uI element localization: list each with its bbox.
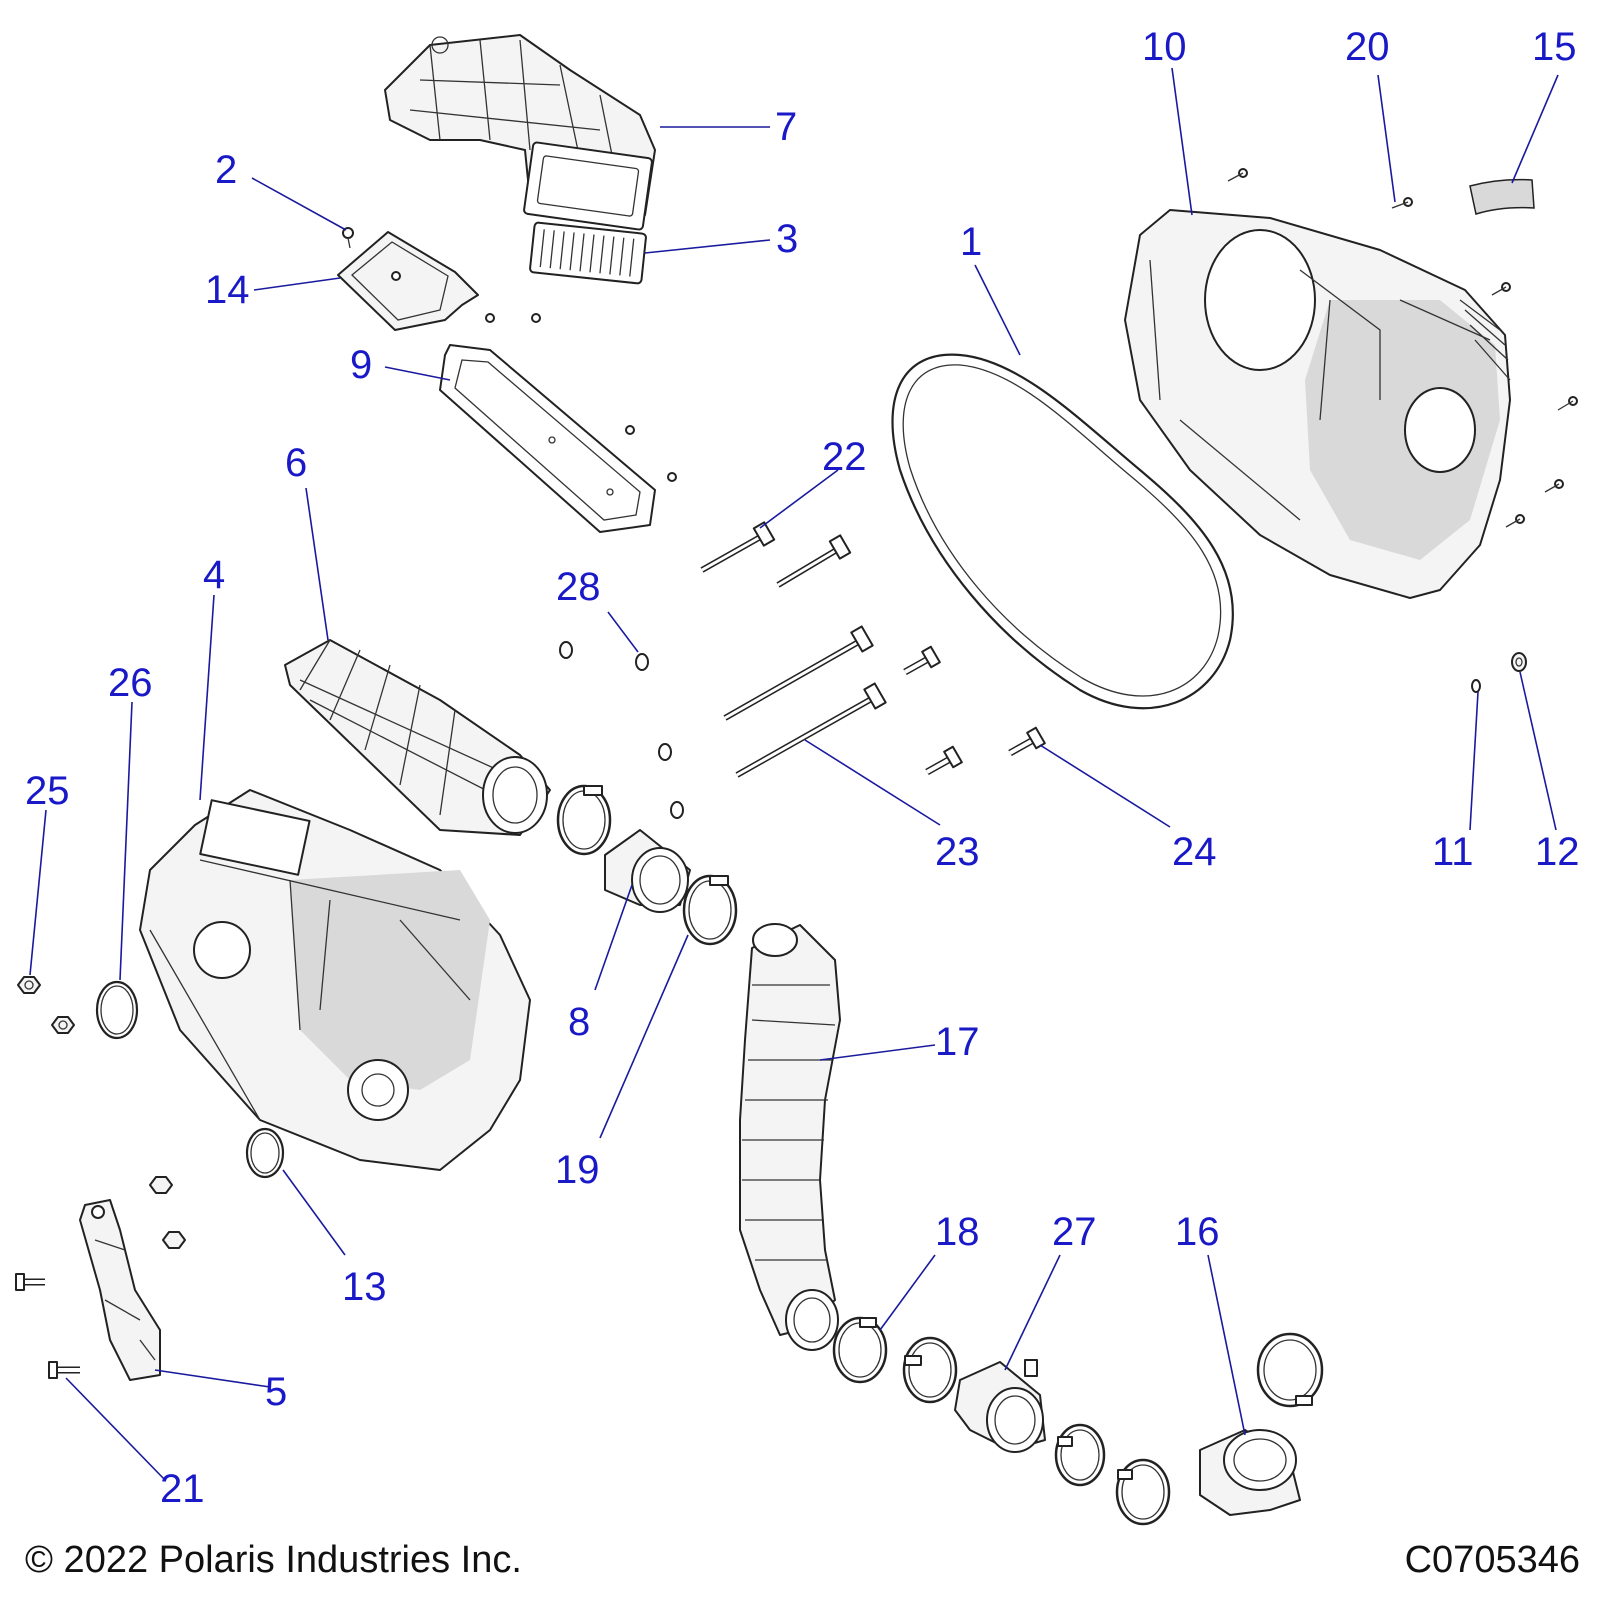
part-16-adapter-boot (1199, 1332, 1324, 1516)
part-8-coupler (604, 829, 691, 913)
part-24-short-bolts (903, 645, 1046, 776)
callout-5: 5 (265, 1370, 287, 1414)
callout-2: 2 (215, 148, 237, 192)
part-27-coupler (954, 1359, 1046, 1453)
part-17-intake-tube (739, 923, 841, 1351)
callout-12: 12 (1535, 830, 1580, 874)
part-11-small-ring (1471, 679, 1481, 693)
part-28-washers (559, 641, 684, 819)
callout-3: 3 (776, 217, 798, 261)
callout-7: 7 (775, 105, 797, 149)
part-6-intake-duct (284, 639, 551, 836)
callout-19: 19 (555, 1148, 600, 1192)
callout-26: 26 (108, 661, 153, 705)
part-7-intake-duct (384, 34, 656, 231)
part-22-bolts (700, 521, 852, 588)
part-19-hose-clamps (556, 784, 738, 946)
diagram-id: C0705346 (1405, 1539, 1580, 1581)
callout-16: 16 (1175, 1210, 1220, 1254)
part-21-bolts (15, 1273, 80, 1379)
part-15-label (1469, 178, 1535, 215)
callout-23: 23 (935, 830, 980, 874)
callout-4: 4 (203, 553, 225, 597)
callout-22: 22 (822, 435, 867, 479)
part-2-screw (342, 227, 354, 249)
part-25-nuts (17, 976, 186, 1249)
part-9-gasket-frame (439, 344, 656, 533)
leader-lines (29, 67, 1559, 1481)
part-5-bracket (79, 1199, 161, 1381)
callout-24: 24 (1172, 830, 1217, 874)
callout-8: 8 (568, 1000, 590, 1044)
part-14-cover-plate (337, 231, 479, 331)
part-27-clamps (1054, 1423, 1171, 1526)
callout-18: 18 (935, 1210, 980, 1254)
part-1-drive-belt (891, 353, 1235, 710)
callout-15: 15 (1532, 25, 1577, 69)
callout-1: 1 (960, 220, 982, 264)
callout-10: 10 (1142, 25, 1187, 69)
part-4-inner-clutch-cover (139, 789, 531, 1171)
callout-27: 27 (1052, 1210, 1097, 1254)
callout-6: 6 (285, 441, 307, 485)
callout-11: 11 (1432, 830, 1474, 874)
part-26-o-ring (95, 980, 139, 1040)
copyright-text: © 2022 Polaris Industries Inc. (25, 1539, 522, 1581)
callout-labels: 7 2 3 14 9 6 4 26 25 1 10 20 15 22 28 23… (25, 25, 1580, 1511)
callout-14: 14 (205, 268, 250, 312)
callout-28: 28 (556, 565, 601, 609)
part-12-grommet (1511, 652, 1527, 672)
callout-13: 13 (342, 1265, 387, 1309)
part-18-clamps (832, 1316, 958, 1404)
part-13-snap-ring (245, 1127, 285, 1179)
part-23-long-bolts (723, 625, 887, 778)
part-10-outer-clutch-cover (1124, 209, 1511, 599)
callout-9: 9 (350, 343, 372, 387)
fastener-screws-outer-cover (1227, 168, 1578, 528)
part-3-screen (529, 221, 647, 285)
callout-21: 21 (160, 1467, 205, 1511)
callout-17: 17 (935, 1020, 980, 1064)
callout-25: 25 (25, 769, 70, 813)
callout-20: 20 (1345, 25, 1390, 69)
